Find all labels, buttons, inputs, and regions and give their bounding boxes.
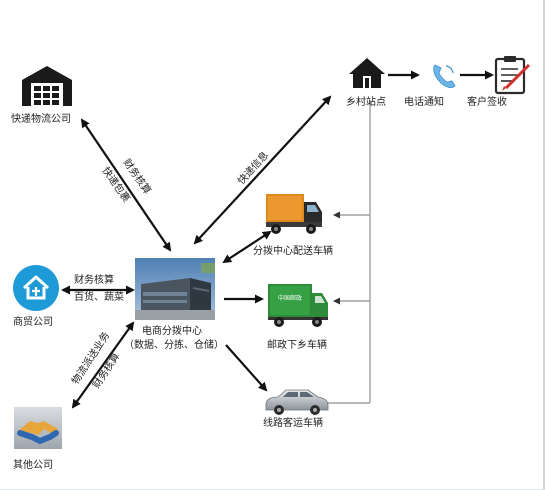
node-label-ecommerce-center-sub: （数据、分拣、仓储） (124, 340, 224, 351)
edge-label-finance-mid: 财务核算 (74, 275, 114, 286)
node-label-other-company: 其他公司 (13, 460, 53, 471)
node-label-trade-company: 商贸公司 (13, 317, 53, 328)
postal-truck-text: 中国邮政 (278, 294, 302, 302)
node-label-customer-sign: 客户签收 (467, 97, 507, 108)
clipboard-sign-icon (494, 56, 531, 95)
arrow-other-center (71, 321, 135, 409)
postal-truck-icon: 中国邮政 (268, 284, 328, 327)
arrow-center-passenger (225, 344, 268, 392)
ecommerce-center-building-icon (135, 258, 215, 320)
phone-icon (433, 64, 456, 89)
handshake-icon (14, 407, 62, 449)
right-border (543, 0, 545, 490)
arrow-center-distribution-truck (222, 230, 272, 264)
trade-company-icon (13, 265, 59, 311)
edge-label-goods: 百货、蔬菜 (74, 292, 124, 303)
feeder-lines (328, 100, 371, 404)
node-label-express-company: 快递物流公司 (11, 114, 71, 125)
node-label-passenger-vehicle: 线路客运车辆 (263, 418, 323, 429)
warehouse-icon (22, 66, 72, 106)
passenger-car-icon (265, 389, 329, 415)
node-label-ecommerce-center: 电商分拨中心 (142, 326, 202, 337)
flow-arrows (61, 70, 494, 409)
village-house-icon (349, 58, 385, 88)
arrow-center-village (193, 95, 332, 245)
node-label-postal-vehicle: 邮政下乡车辆 (267, 340, 327, 351)
arrow-express-center (80, 118, 172, 252)
distribution-truck-icon (266, 194, 322, 234)
node-label-distribution-vehicle: 分拨中心配送车辆 (253, 246, 333, 257)
node-label-phone-notice: 电话通知 (404, 97, 444, 108)
node-label-village-station: 乡村站点 (346, 97, 386, 108)
